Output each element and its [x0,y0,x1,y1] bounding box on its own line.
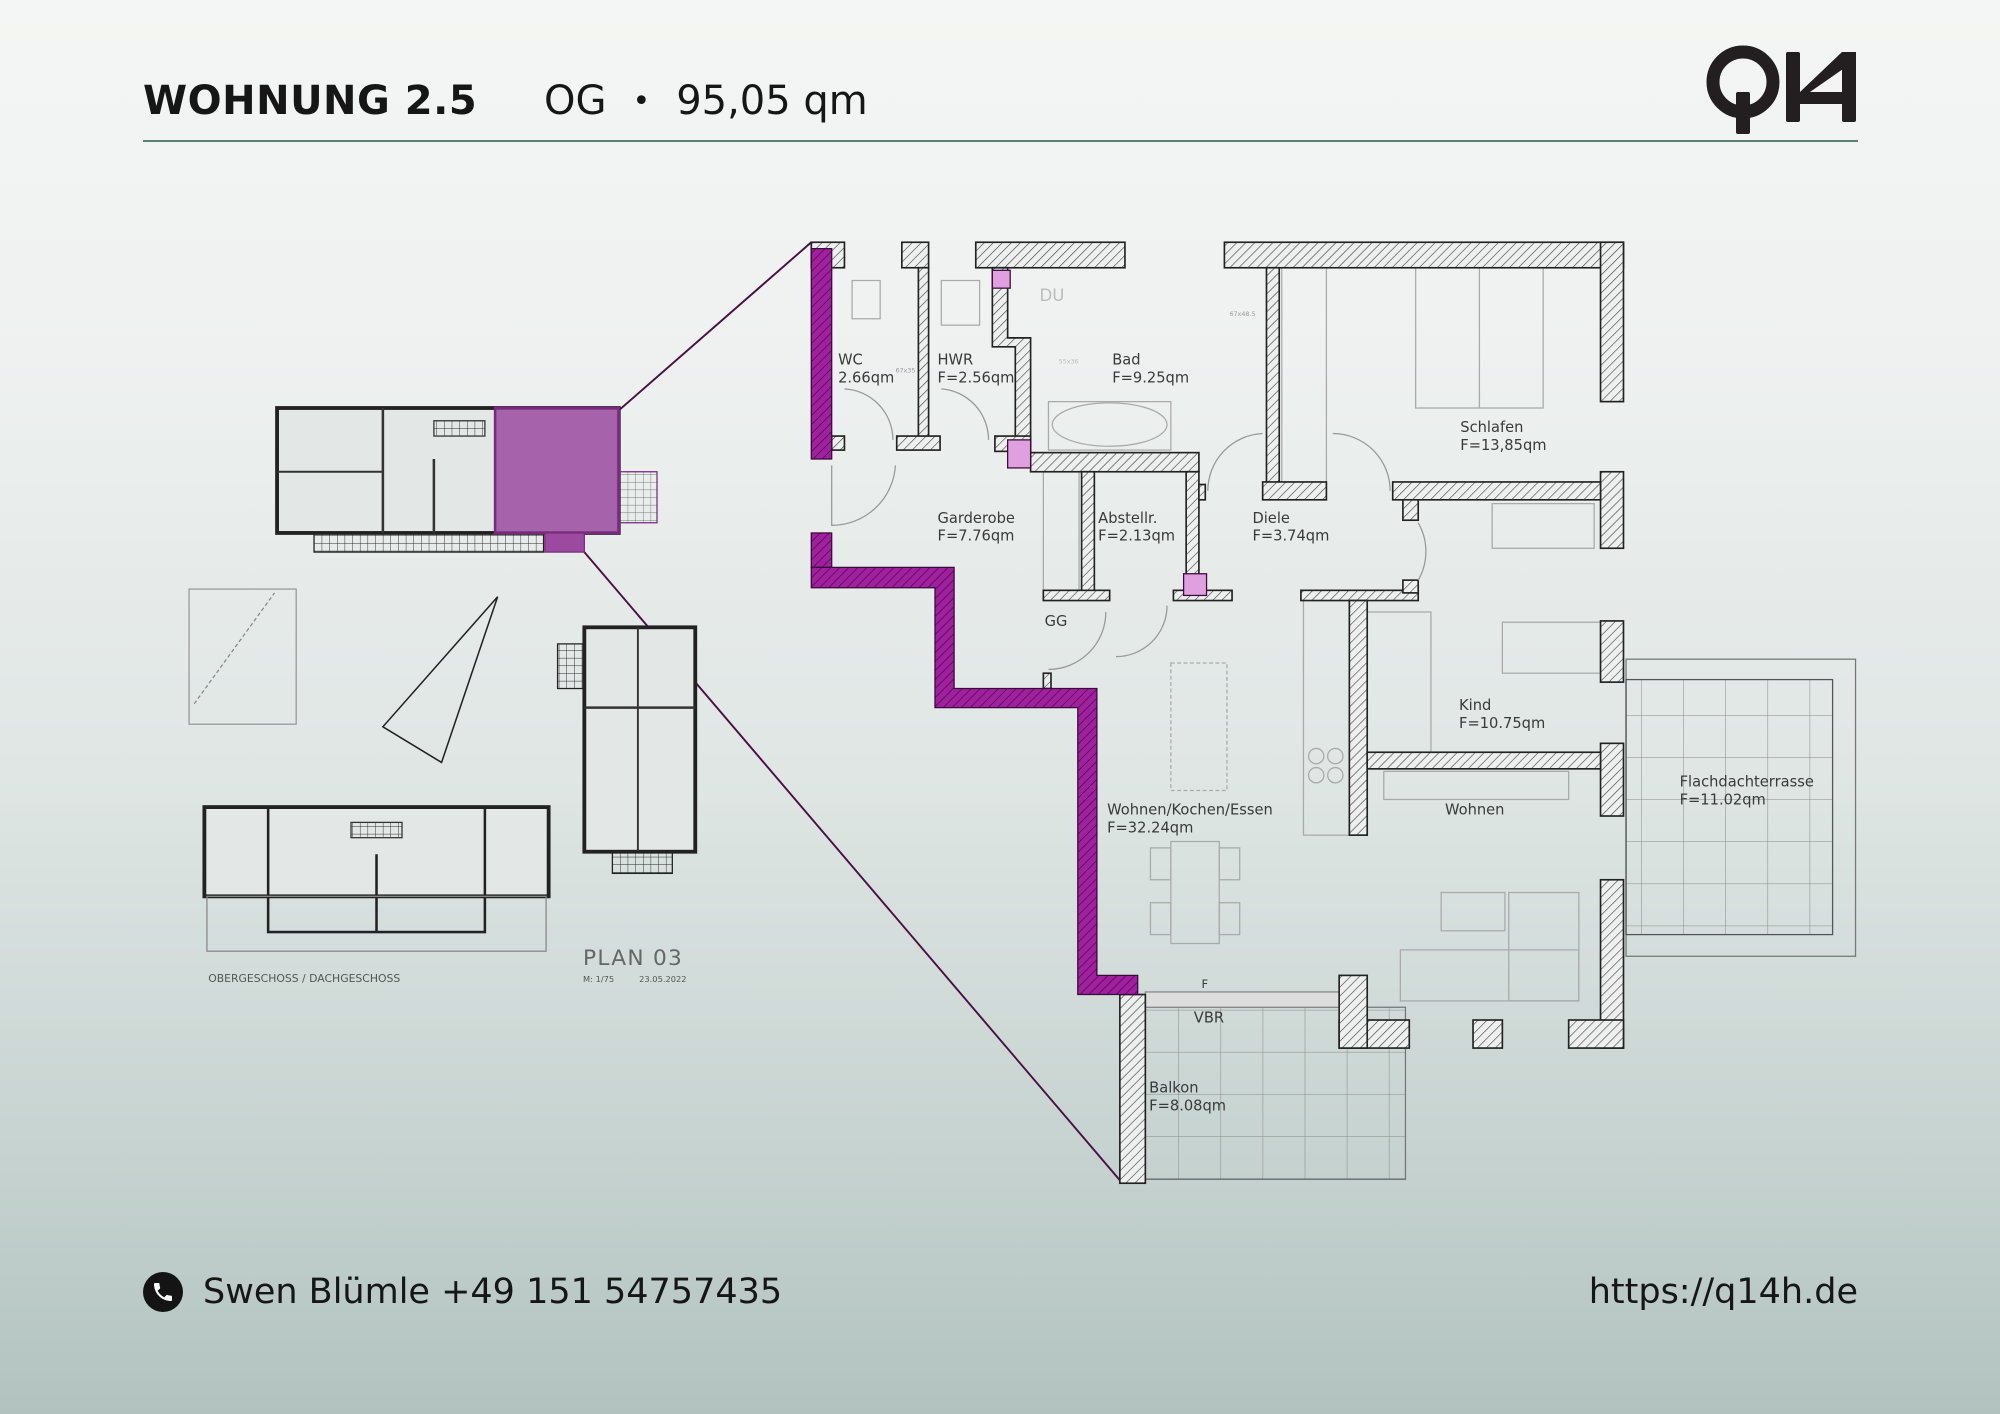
floor-label: OG [544,78,607,124]
room-hwr-area: F=2.56qm [938,370,1015,387]
room-balkon-area: F=8.08qm [1149,1098,1226,1115]
apartment-title: WOHNUNG 2.5 [143,78,478,124]
plan-scale: M: 1/75 [583,974,614,984]
room-schlafen-area: F=13,85qm [1460,437,1546,454]
room-terrasse-area: F=11.02qm [1680,792,1766,809]
contact-info: Swen Blümle +49 151 54757435 [143,1272,782,1312]
room-abstellr-area: F=2.13qm [1098,528,1175,545]
room-hwr-name: HWR [938,352,974,369]
overview-building-right [556,625,698,875]
plan-number: PLAN 03 [583,946,683,971]
overview-highlight [493,406,621,535]
room-diele-name: Diele [1252,510,1289,527]
room-kind-area: F=10.75qm [1459,715,1545,732]
contact-text: Swen Blümle +49 151 54757435 [203,1272,783,1312]
room-bad-area: F=9.25qm [1112,370,1189,387]
phone-icon [143,1272,183,1312]
north-arrow-icon [381,596,499,764]
overview-building-top [188,406,658,725]
separator: • [632,83,651,119]
apartment-subtitle: OG • 95,05 qm [544,78,868,124]
room-kind-name: Kind [1459,697,1491,714]
bad-tray-label: 67x48.5 [1230,310,1256,318]
room-terrasse-name: Flachdachterrasse [1680,774,1814,791]
room-bad-name: Bad [1112,352,1140,369]
room-schlafen-name: Schlafen [1460,419,1523,436]
room-balkon-name: Balkon [1149,1080,1198,1097]
header-divider [143,140,1858,142]
wohnen-label: Wohnen [1445,802,1504,819]
room-wohnen-kochen-essen-name: Wohnen/Kochen/Essen [1107,802,1273,819]
window-f-label: F [1201,977,1208,991]
overview-building-bottom [202,805,551,952]
highlighted-walls [810,247,1208,996]
zoom-connector-top [619,241,812,411]
floors-caption: OBERGESCHOSS / DACHGESCHOSS [208,972,400,985]
shower-label: DU [1040,286,1065,305]
room-wohnen-kochen-essen-area: F=32.24qm [1107,820,1193,837]
room-garderobe-name: Garderobe [938,510,1015,527]
flat-roof-terrace [1625,658,1857,957]
room-diele-area: F=3.74qm [1252,528,1329,545]
furniture [851,267,1602,1002]
wc-tray-label: 67x35 [895,366,915,374]
q14-logo [1706,45,1856,134]
room-garderobe-area: F=7.76qm [938,528,1015,545]
website-link[interactable]: https://q14h.de [1588,1272,1858,1312]
room-wc-name: WC [838,352,863,369]
room-labels: WC 2.66qm HWR F=2.56qm Bad F=9.25qm Schl… [838,286,1814,1115]
gg-label: GG [1045,613,1068,630]
vbr-label: VBR [1194,1010,1224,1027]
plan-date: 23.05.2022 [639,974,686,984]
room-abstellr-name: Abstellr. [1098,510,1157,527]
area-label: 95,05 qm [676,78,868,124]
room-wc-area: 2.66qm [838,370,894,387]
door-swings [831,388,1427,671]
sink-label: 55x36 [1059,357,1079,365]
